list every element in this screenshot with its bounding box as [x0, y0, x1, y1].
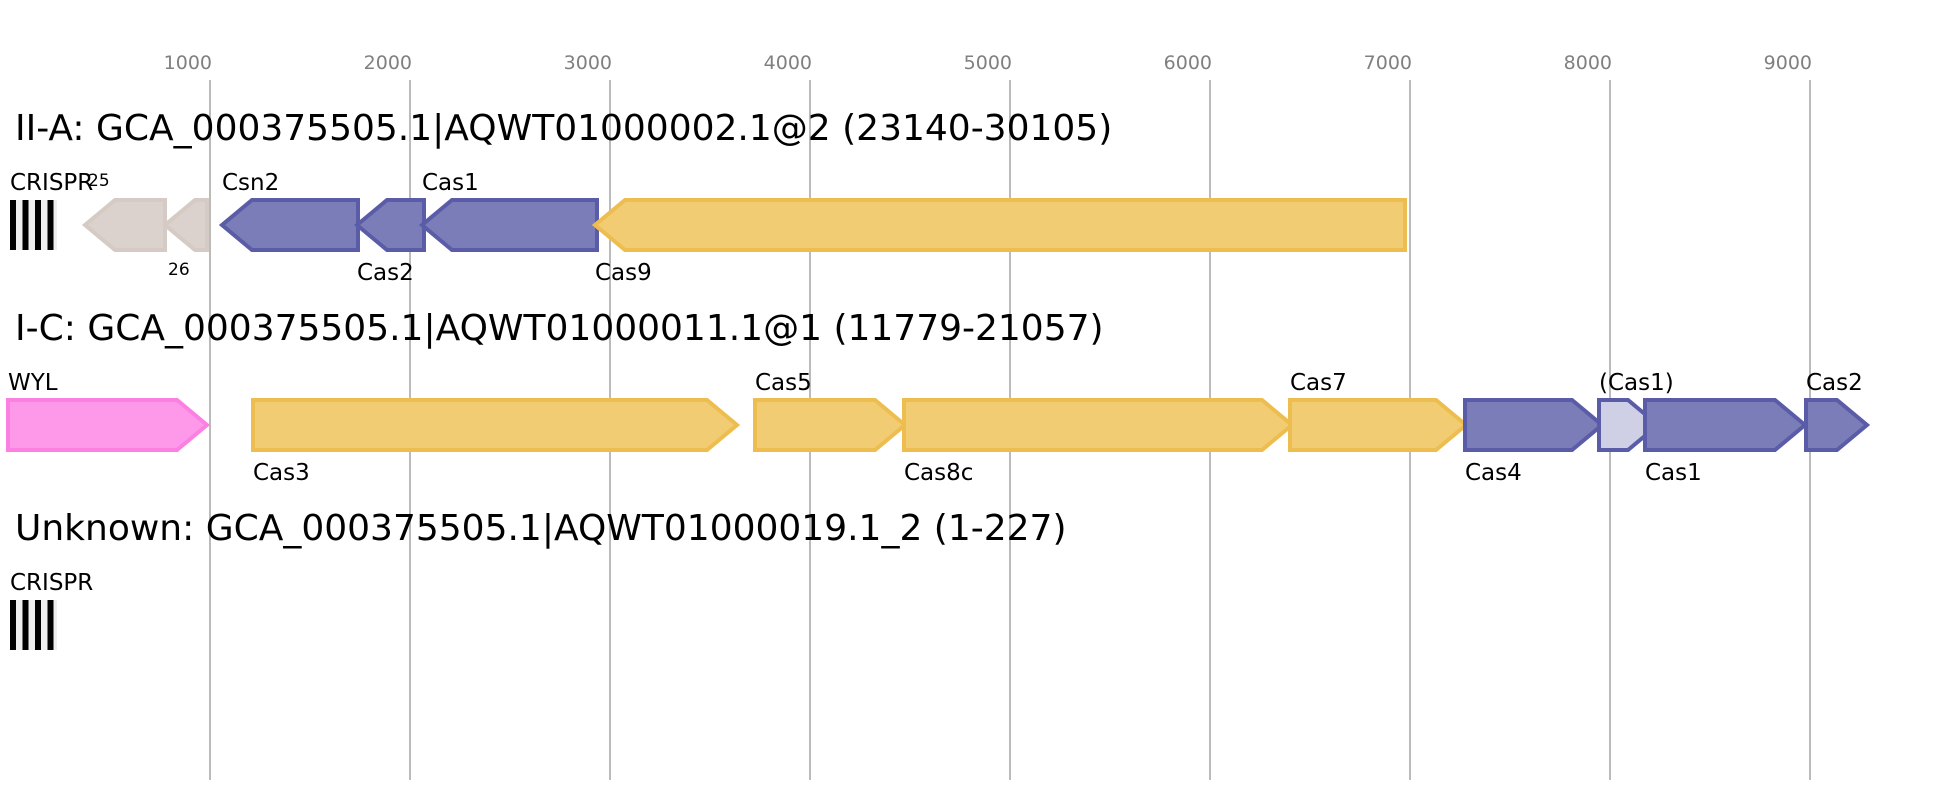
gene-label: Cas4 — [1465, 460, 1522, 486]
gene-label: Cas1 — [422, 170, 479, 196]
gene-arrow-cas4[interactable] — [1463, 398, 1606, 452]
gene-arrow-25[interactable] — [81, 198, 167, 252]
crispr-array — [10, 600, 57, 650]
gene-arrow-cas3[interactable] — [251, 398, 741, 452]
gene-label: Cas8c — [904, 460, 973, 486]
gene-label: Cas1 — [1645, 460, 1702, 486]
gene-label: Cas2 — [1806, 370, 1863, 396]
tick-label: 6000 — [1164, 52, 1212, 74]
crispr-label: CRISPR — [10, 170, 93, 196]
gene-label: (Cas1) — [1599, 370, 1674, 396]
crispr-repeat — [47, 600, 54, 650]
gene-arrow-cas9[interactable] — [591, 198, 1407, 252]
crispr-repeat — [35, 600, 41, 650]
crispr-repeat — [22, 200, 29, 250]
gene-arrow-cas1[interactable] — [418, 198, 599, 252]
gene-label: Cas7 — [1290, 370, 1347, 396]
gene-label: Cas5 — [755, 370, 812, 396]
gene-arrow-cas7[interactable] — [1288, 398, 1470, 452]
gene-arrow-cas2[interactable] — [353, 198, 426, 252]
crispr-repeat — [47, 200, 54, 250]
crispr-label: CRISPR — [10, 570, 93, 596]
track: II-A: GCA_000375505.1|AQWT01000002.1@2 (… — [10, 108, 1407, 286]
gene-label: Cas2 — [357, 260, 414, 286]
tick-label: 9000 — [1764, 52, 1812, 74]
gene-label: 26 — [168, 260, 190, 280]
tick-label: 7000 — [1364, 52, 1412, 74]
track: Unknown: GCA_000375505.1|AQWT01000019.1_… — [10, 508, 1067, 650]
crispr-repeat — [22, 600, 29, 650]
tick-label: 5000 — [964, 52, 1012, 74]
gene-label: Cas3 — [253, 460, 310, 486]
tick-label: 8000 — [1564, 52, 1612, 74]
track: I-C: GCA_000375505.1|AQWT01000011.1@1 (1… — [6, 308, 1871, 486]
gene-label: Csn2 — [222, 170, 279, 196]
gene-label: 25 — [88, 171, 110, 191]
gene-arrow-csn2[interactable] — [218, 198, 360, 252]
gene-arrow-cas1[interactable] — [1643, 398, 1809, 452]
tick-label: 3000 — [564, 52, 612, 74]
gene-arrow-cas2[interactable] — [1804, 398, 1871, 452]
gene-arrow-cas8c[interactable] — [902, 398, 1296, 452]
gene-label: WYL — [8, 370, 58, 396]
crispr-repeat — [10, 600, 16, 650]
tick-label: 2000 — [364, 52, 412, 74]
tick-label: 1000 — [164, 52, 212, 74]
gene-arrow-26[interactable] — [161, 198, 209, 252]
track-title: II-A: GCA_000375505.1|AQWT01000002.1@2 (… — [15, 108, 1112, 149]
crispr-repeat — [10, 200, 16, 250]
track-title: Unknown: GCA_000375505.1|AQWT01000019.1_… — [15, 508, 1067, 549]
gene-arrow-wyl[interactable] — [6, 398, 211, 452]
track-title: I-C: GCA_000375505.1|AQWT01000011.1@1 (1… — [15, 308, 1104, 349]
crispr-repeat — [35, 200, 41, 250]
gene-arrow-cas5[interactable] — [753, 398, 909, 452]
tick-label: 4000 — [764, 52, 812, 74]
tracks-layer: II-A: GCA_000375505.1|AQWT01000002.1@2 (… — [6, 108, 1871, 650]
crispr-array — [10, 200, 57, 250]
gene-label: Cas9 — [595, 260, 652, 286]
